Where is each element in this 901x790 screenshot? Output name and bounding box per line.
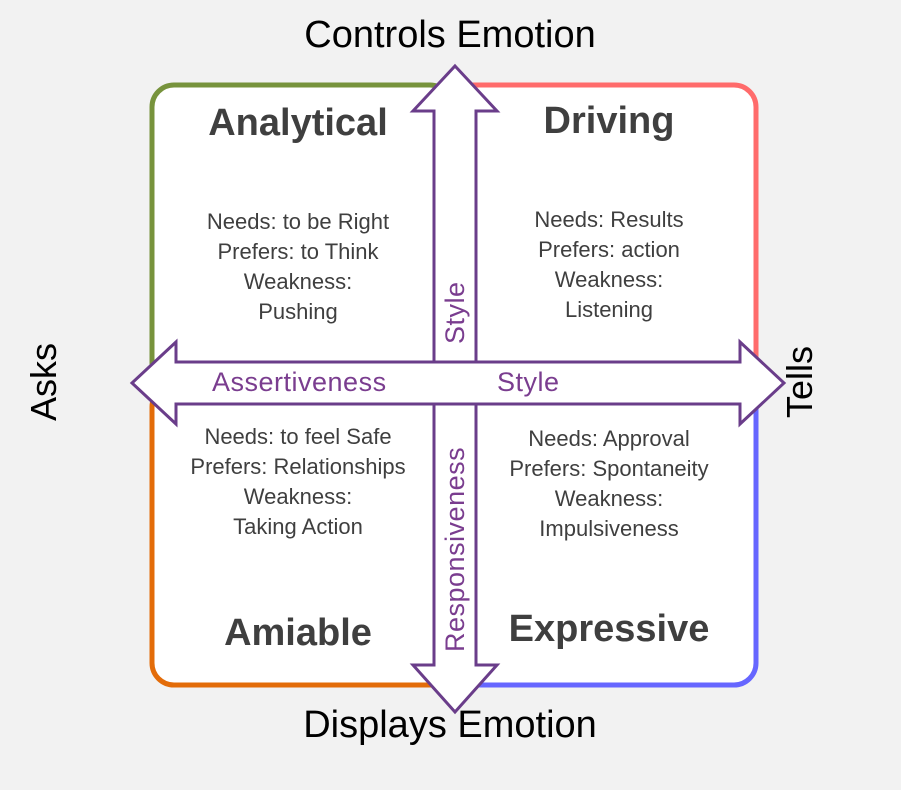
- axis-label-left: Asks: [23, 343, 64, 422]
- quadrant-desc-driving: Needs: Results Prefers: action Weakness:…: [468, 205, 750, 325]
- quadrant-desc-analytical: Needs: to be Right Prefers: to Think Wea…: [158, 207, 438, 327]
- amiable-weakness-label: Weakness:: [243, 484, 353, 509]
- quadrant-desc-expressive: Needs: Approval Prefers: Spontaneity Wea…: [468, 424, 750, 544]
- quadrant-desc-amiable: Needs: to feel Safe Prefers: Relationshi…: [158, 422, 438, 542]
- horizontal-arrow-label-style: Style: [497, 367, 560, 397]
- axis-label-right: Tells: [779, 345, 820, 419]
- horizontal-arrow-label-assertiveness: Assertiveness: [212, 367, 387, 397]
- amiable-needs: Needs: to feel Safe: [204, 424, 392, 449]
- axis-label-top: Controls Emotion: [304, 14, 596, 56]
- expressive-weakness-value: Impulsiveness: [539, 516, 679, 541]
- vertical-arrow-label-style: Style: [440, 281, 470, 344]
- amiable-prefers: Prefers: Relationships: [190, 454, 406, 479]
- vertical-arrow-label-responsiveness: Responsiveness: [440, 446, 470, 652]
- analytical-weakness-label: Weakness:: [243, 269, 353, 294]
- driving-weakness-value: Listening: [564, 297, 654, 322]
- analytical-needs: Needs: to be Right: [206, 209, 390, 234]
- expressive-needs: Needs: Approval: [528, 426, 690, 451]
- driving-needs: Needs: Results: [534, 207, 684, 232]
- driving-prefers: Prefers: action: [538, 237, 680, 262]
- analytical-prefers: Prefers: to Think: [217, 239, 379, 264]
- amiable-weakness-value: Taking Action: [233, 514, 363, 539]
- quadrant-title-expressive: Expressive: [508, 608, 710, 650]
- expressive-weakness-label: Weakness:: [554, 486, 664, 511]
- quadrant-title-amiable: Amiable: [224, 612, 372, 654]
- axis-label-bottom: Displays Emotion: [303, 704, 597, 746]
- quadrant-title-analytical: Analytical: [208, 102, 388, 144]
- driving-weakness-label: Weakness:: [554, 267, 664, 292]
- expressive-prefers: Prefers: Spontaneity: [509, 456, 709, 481]
- analytical-weakness-value: Pushing: [258, 299, 338, 324]
- horizontal-double-arrow: [129, 338, 787, 428]
- quadrant-title-driving: Driving: [543, 100, 675, 142]
